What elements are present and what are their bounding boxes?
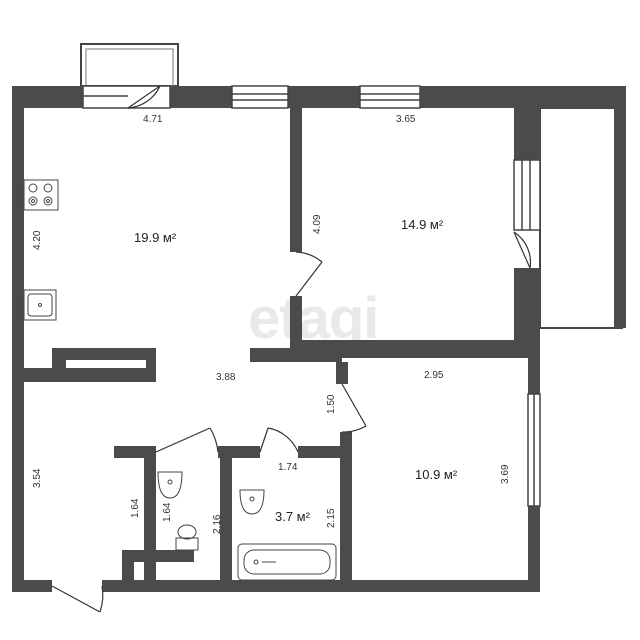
loggia-pillar bbox=[614, 204, 626, 232]
balcony-left bbox=[80, 43, 179, 87]
room-small-depth-label: 3.69 bbox=[500, 464, 511, 484]
loggia-right bbox=[539, 107, 623, 329]
room-small-width-label: 2.95 bbox=[424, 370, 444, 381]
bathroom-depth-label: 2.15 bbox=[326, 508, 337, 528]
bathtub-icon bbox=[237, 543, 337, 581]
bathroom-area-label: 3.7 м² bbox=[275, 509, 311, 524]
doors bbox=[51, 85, 532, 613]
kitchen-width-bottom-label: 3.88 bbox=[216, 372, 236, 383]
toilet-width-label: 1.64 bbox=[162, 502, 173, 522]
kitchen-depth-label: 4.20 bbox=[32, 230, 43, 250]
bedroom-width-label: 3.65 bbox=[396, 114, 416, 125]
windows bbox=[82, 85, 541, 507]
hallway-niche-label: 1.64 bbox=[130, 498, 141, 518]
kitchen-area-label: 19.9 м² bbox=[134, 230, 177, 245]
walls bbox=[12, 86, 626, 592]
kitchen-width-label: 4.71 bbox=[143, 114, 163, 125]
bedroom-depth-label: 4.09 bbox=[312, 214, 323, 234]
sink-icon bbox=[23, 289, 57, 321]
toilet-icon bbox=[175, 524, 199, 551]
washbasin-icon bbox=[157, 471, 265, 515]
bedroom-area-label: 14.9 м² bbox=[401, 217, 444, 232]
stove-icon bbox=[23, 179, 59, 211]
counter-top bbox=[66, 360, 146, 368]
toilet-depth-label: 2.16 bbox=[212, 514, 223, 534]
bathroom-width-label: 1.74 bbox=[278, 462, 298, 473]
room-small-area-label: 10.9 м² bbox=[415, 467, 458, 482]
hallway-depth-label: 3.54 bbox=[32, 468, 43, 488]
corridor-depth-label: 1.50 bbox=[326, 394, 337, 414]
